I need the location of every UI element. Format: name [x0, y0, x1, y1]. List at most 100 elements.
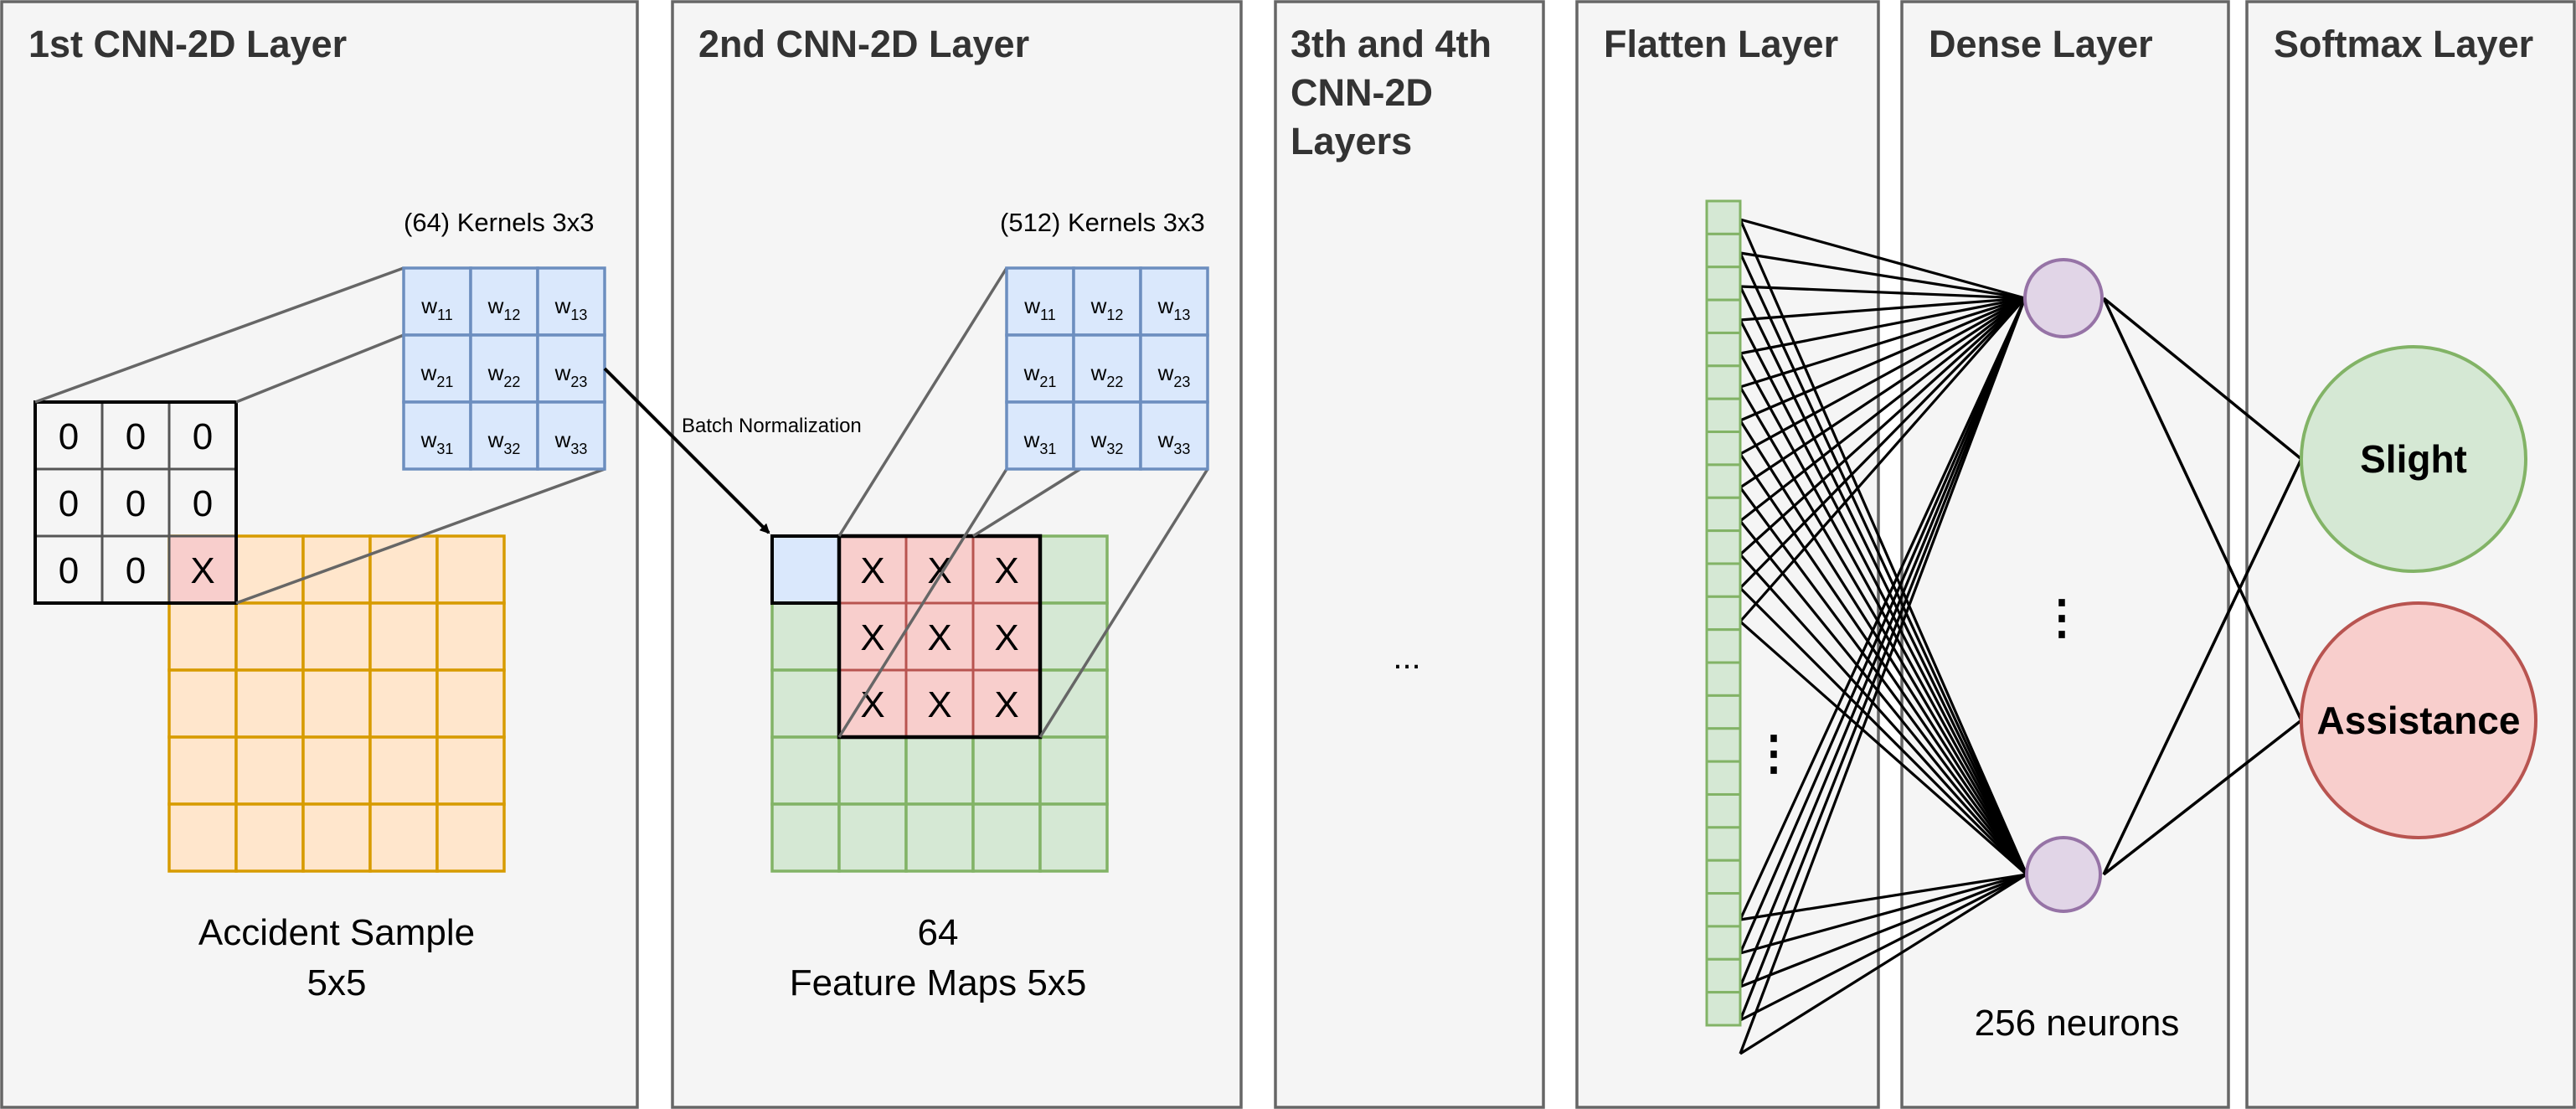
input-cell — [234, 534, 305, 605]
feature-label-line2: Feature Maps 5x5 — [790, 962, 1087, 1003]
softmax-label-assistance: Assistance — [2317, 699, 2521, 742]
flatten-vector — [1705, 199, 1742, 1027]
input-cell — [234, 735, 305, 806]
input-cell — [234, 601, 305, 672]
input-cell — [301, 802, 372, 873]
batch-norm-arrow — [603, 367, 770, 534]
kernel-weight-cell — [402, 333, 472, 404]
kernel-weight-cell — [536, 266, 606, 337]
panel-title-softmax: Softmax Layer — [2274, 23, 2533, 65]
feature-map-cell — [1038, 601, 1109, 672]
padding-cell-value: 0 — [59, 416, 79, 457]
feature-map-cell — [1038, 735, 1109, 806]
input-cell — [167, 735, 238, 806]
window-border — [837, 534, 1043, 740]
kernels-label-64: (64) Kernels 3x3 — [404, 208, 594, 237]
flatten-cell — [1705, 562, 1742, 598]
flatten-cell — [1705, 991, 1742, 1027]
flatten-cell — [1705, 266, 1742, 302]
flatten-cell — [1705, 760, 1742, 796]
flatten-cell — [1705, 628, 1742, 664]
panel-title-cnn34-line2: CNN-2D — [1291, 71, 1433, 114]
input-cell — [435, 802, 506, 873]
flatten-to-dense-connections — [1739, 218, 2028, 1055]
flatten-cell — [1705, 892, 1742, 928]
feature-map-cell — [837, 735, 908, 806]
window-cell — [837, 601, 908, 672]
batch-norm-label: Batch Normalization — [682, 415, 862, 437]
window-cell-value: X — [927, 684, 951, 725]
flatten-cell — [1705, 792, 1742, 829]
flatten-cell — [1705, 826, 1742, 862]
feature-map-cell — [1038, 668, 1109, 739]
input-cell — [435, 534, 506, 605]
input-cell — [301, 534, 372, 605]
input-cell — [301, 601, 372, 672]
input-cell — [435, 601, 506, 672]
kernel-weight-cell — [1139, 400, 1209, 471]
input-cell — [368, 668, 439, 739]
input-sample-grid — [167, 534, 506, 873]
feature-map-cell — [770, 668, 841, 739]
input-cell — [167, 668, 238, 739]
panel-title-cnn1: 1st CNN-2D Layer — [28, 23, 347, 65]
dense-neuron-top — [2023, 258, 2104, 338]
kernel-weight-cell — [469, 266, 539, 337]
flatten-cell — [1705, 364, 1742, 400]
kernel-weight-cell — [1139, 333, 1209, 404]
input-cell — [167, 802, 238, 873]
window-cell — [971, 601, 1042, 672]
window-cell-value: X — [994, 550, 1018, 591]
feature-map-cell — [770, 601, 841, 672]
feature-map-cell — [1038, 802, 1109, 873]
feature-map-cell — [971, 735, 1042, 806]
input-cell — [234, 802, 305, 873]
flatten-cell — [1705, 431, 1742, 467]
cnn34-ellipsis: ... — [1393, 639, 1420, 676]
flatten-cell — [1705, 298, 1742, 334]
padding-cell-value: 0 — [126, 416, 146, 457]
flatten-cell — [1705, 595, 1742, 632]
padding-cell-value: 0 — [193, 483, 213, 524]
feature-map-cell — [837, 802, 908, 873]
feature-map-cell — [770, 802, 841, 873]
flatten-cell — [1705, 331, 1742, 368]
padding-cell-value: X — [190, 550, 214, 591]
flatten-cell — [1705, 232, 1742, 269]
window-cell-value: X — [860, 550, 884, 591]
padding-cell-value: 0 — [126, 550, 146, 591]
dense-neurons-label: 256 neurons — [1975, 1003, 2180, 1044]
input-cell — [368, 601, 439, 672]
dense-to-softmax-connections — [2102, 297, 2303, 876]
panel-title-cnn34-line3: Layers — [1291, 120, 1412, 162]
flatten-cell — [1705, 496, 1742, 533]
padding-cell-value: 0 — [59, 550, 79, 591]
flatten-cell — [1705, 925, 1742, 961]
kernel-weight-cell — [1072, 400, 1142, 471]
sample-label-line2: 5x5 — [307, 962, 367, 1003]
flatten-cell — [1705, 529, 1742, 565]
feature-map-cell — [1038, 534, 1109, 605]
panel-title-cnn2: 2nd CNN-2D Layer — [698, 23, 1029, 65]
feature-label-line1: 64 — [918, 912, 959, 953]
window-cell-value: X — [927, 550, 951, 591]
softmax-label-slight: Slight — [2360, 437, 2467, 481]
kernel-weight-cell — [536, 333, 606, 404]
feature-map-cell — [904, 802, 975, 873]
kernels-label-512: (512) Kernels 3x3 — [1000, 208, 1205, 237]
input-cell — [301, 735, 372, 806]
flatten-cell — [1705, 859, 1742, 895]
flatten-cell — [1705, 199, 1742, 235]
feature-map-cell — [770, 735, 841, 806]
kernel-weight-cell — [1139, 266, 1209, 337]
feature-map-cell — [971, 802, 1042, 873]
flatten-cell — [1705, 463, 1742, 499]
panel-title-dense: Dense Layer — [1929, 23, 2153, 65]
flatten-vertical-ellipsis: ⋮ — [1750, 726, 1797, 779]
window-cell-value: X — [860, 684, 884, 725]
